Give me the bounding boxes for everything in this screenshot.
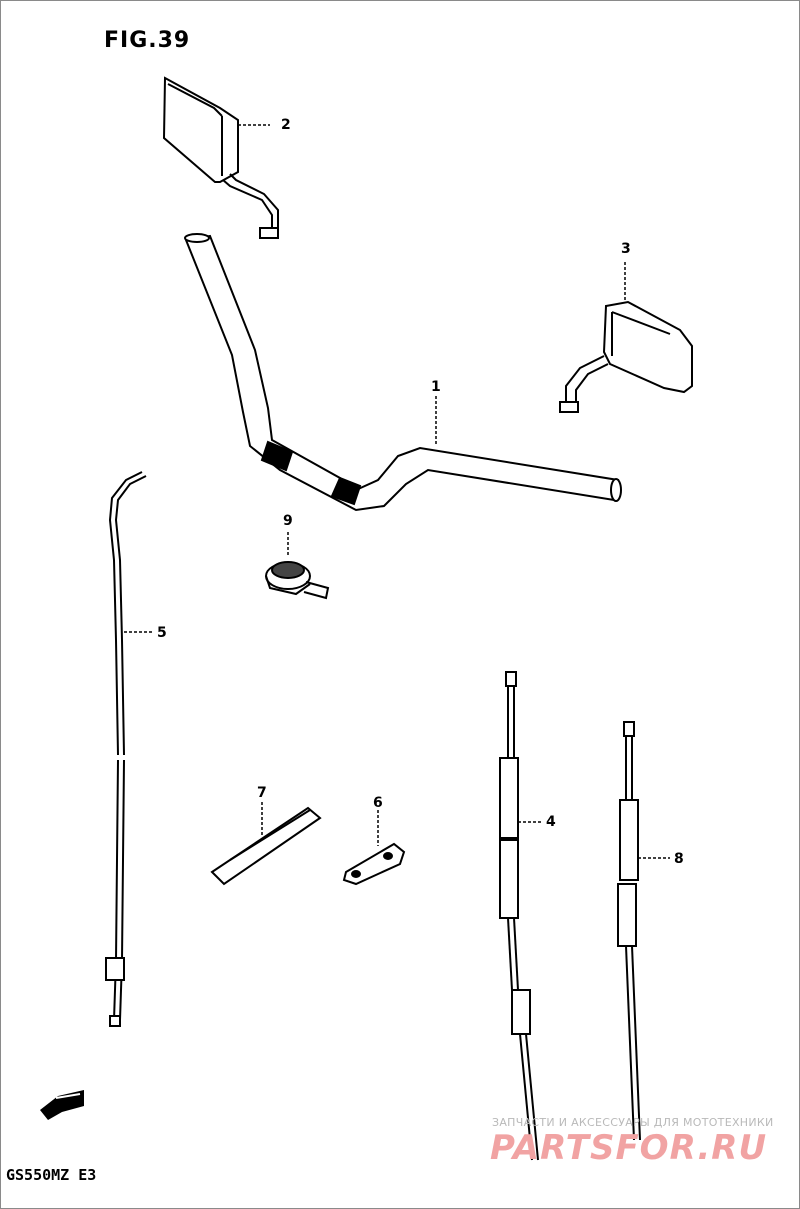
part-8-cable[interactable] xyxy=(617,721,670,1141)
callout-8: 8 xyxy=(674,851,684,867)
callout-1: 1 xyxy=(431,379,441,395)
watermark-tagline: ЗАПЧАСТИ И АКСЕССУАРЫ ДЛЯ МОТОТЕХНИКИ xyxy=(492,1116,774,1129)
front-direction-arrow-icon xyxy=(40,1090,84,1120)
callout-5: 5 xyxy=(157,625,167,641)
figure-title: FIG.39 xyxy=(104,28,191,53)
model-code: GS550MZ E3 xyxy=(6,1166,97,1184)
callout-6: 6 xyxy=(373,795,383,811)
callout-7: 7 xyxy=(257,785,267,801)
part-9-holder[interactable] xyxy=(265,532,330,600)
watermark-logo: PARTSFOR.RU xyxy=(490,1128,768,1168)
part-7-strap[interactable] xyxy=(210,802,322,886)
callout-4: 4 xyxy=(546,814,556,830)
part-3-right-mirror[interactable] xyxy=(559,262,693,413)
part-6-clamp[interactable] xyxy=(342,810,406,886)
callout-9: 9 xyxy=(283,513,293,529)
part-4-cable[interactable] xyxy=(499,671,542,1161)
part-1-handlebar[interactable] xyxy=(184,233,622,512)
callout-3: 3 xyxy=(621,241,631,257)
part-5-cable[interactable] xyxy=(105,471,152,1027)
part-2-left-mirror[interactable] xyxy=(162,76,279,239)
callout-2: 2 xyxy=(281,117,291,133)
